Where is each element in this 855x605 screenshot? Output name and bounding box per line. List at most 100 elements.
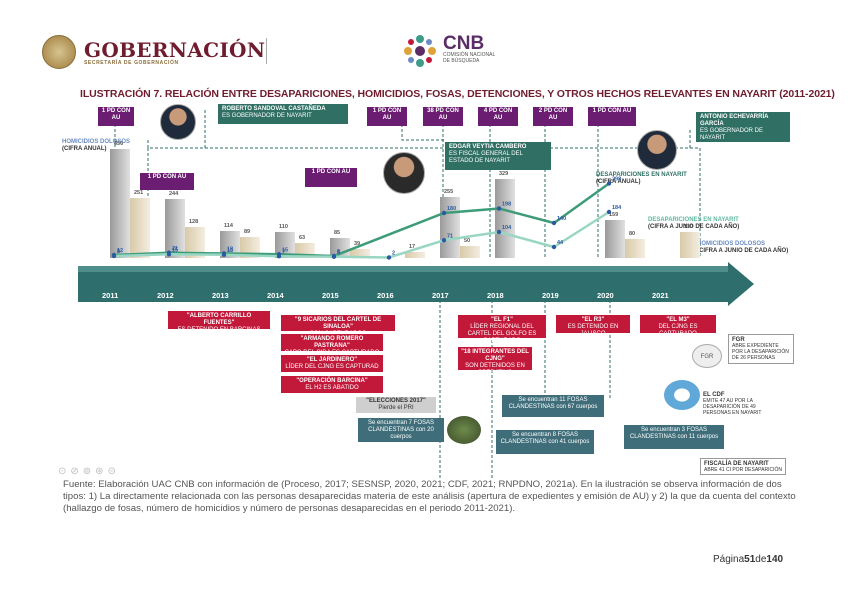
bar-junio-2015: [350, 248, 370, 258]
fosas-2020: Se encuentran 3 FOSAS CLANDESTINAS con 1…: [624, 425, 724, 449]
year-2012: 2012: [157, 291, 174, 300]
cnb-logo-text: CNB: [443, 33, 485, 54]
pd-box-2011: 1 PD CON AU: [98, 107, 134, 126]
point-desap_junio-6: [441, 238, 447, 243]
pd-box-2012: 1 PD CON AU: [140, 173, 194, 190]
bar-label-annual-2020: 159: [609, 211, 619, 218]
bar-junio-2017: [460, 246, 480, 258]
bar-junio-2016: [405, 252, 425, 258]
year-2021: 2021: [652, 291, 669, 300]
event-carrillo: "ALBERTO CARRILLO FUENTES"ES DETENIDO EN…: [168, 311, 270, 333]
pd-box-2018: 4 PD CON AU: [478, 107, 518, 126]
pd-box-2015: 1 PD CON AU: [305, 168, 357, 187]
year-2015: 2015: [322, 291, 339, 300]
desap-junio-label: DESAPARICIONES EN NAYARIT(CIFRA A JUNIO …: [648, 217, 740, 230]
bar-annual-2020: [605, 219, 625, 258]
point-label-desap_junio-6: 71: [447, 233, 453, 239]
point-desap_anual-7: [496, 206, 502, 211]
veytia-photo: [383, 152, 425, 194]
bar-label-junio-2013: 89: [244, 228, 251, 235]
fosas-2019: Se encuentran 8 FOSAS CLANDESTINAS con 4…: [496, 430, 594, 454]
point-label-desap_anual-9: 298: [612, 177, 621, 183]
bar-label-annual-2018: 329: [499, 171, 509, 178]
fosas-photo: [447, 416, 481, 444]
bar-annual-2013: [220, 230, 240, 258]
gobernacion-logo-text: GOBERNACIÓN: [84, 38, 266, 62]
point-label-desap_junio-8: 44: [557, 240, 564, 246]
point-label-desap_junio-5: 2: [392, 251, 395, 257]
line-desap_junio: [113, 210, 610, 259]
bar-junio-2020: [625, 238, 645, 258]
event-jardinero: "EL JARDINERO"LÍDER DEL CJNG ES CAPTURAD: [281, 355, 383, 372]
bar-annual-2014: [275, 231, 295, 258]
point-label-desap_junio-4: 5: [337, 250, 340, 256]
point-desap_junio-5: [386, 255, 392, 260]
event-cjng-18: "18 INTEGRANTES DEL CJNG"SON DETENIDOS E…: [458, 347, 532, 376]
page-number: Página51de140: [713, 554, 784, 565]
point-label-desap_anual-0: 12: [117, 248, 123, 254]
event-romero: "ARMANDO ROMERO PASTRANA"CAPO DEL CIDA E…: [281, 334, 383, 356]
pd-box-2020: 1 PD CON AU: [588, 107, 636, 126]
point-label-desap_anual-3: 15: [282, 247, 288, 253]
sandoval-role: ES GOBERNADOR DE NAYARIT: [222, 113, 312, 119]
bar-label-annual-2011: 456: [114, 140, 124, 147]
cnb-subtitle: COMISIÓN NACIONAL DE BÚSQUEDA: [443, 52, 496, 64]
year-2020: 2020: [597, 291, 614, 300]
homicidios-left-label: HOMICIDIOS DOLOSOS(CIFRA ANUAL): [62, 139, 131, 152]
point-desap_junio-7: [496, 229, 502, 235]
veytia-name: EDGAR VEYTIA CAMBERO: [449, 144, 527, 150]
line-desap_anual: [113, 182, 610, 258]
sandoval-photo: [160, 104, 196, 140]
source-footnote: Fuente: Elaboración UAC CNB con informac…: [63, 479, 796, 514]
gobernacion-seal-icon: [42, 35, 76, 69]
year-2013: 2013: [212, 291, 229, 300]
veytia-role: ES FISCAL GENERAL DEL ESTADO DE NAYARIT: [449, 151, 523, 164]
point-desap_junio-0: [111, 253, 117, 259]
year-2019: 2019: [542, 291, 559, 300]
point-desap_junio-1: [166, 252, 172, 257]
point-desap_junio-2: [221, 252, 227, 257]
event-sicarios: "9 SICARIOS DEL CARTEL DE SINALOA"SON CA…: [281, 315, 395, 337]
bar-label-junio-2015: 39: [354, 240, 361, 247]
viewer-tools-icon[interactable]: ⊙⊘⊚⊛⊝: [58, 466, 120, 477]
point-label-desap_anual-1: 21: [172, 246, 178, 252]
pd-box-2016: 1 PD CON AU: [367, 107, 407, 126]
bar-annual-2012: [165, 199, 185, 258]
bar-label-junio-2020: 80: [629, 230, 636, 237]
bar-junio-2021: [680, 231, 700, 258]
point-desap_anual-9: [606, 181, 612, 186]
echevarria-name: ANTONIO ECHEVARRÍA GARCÍA: [700, 114, 769, 127]
point-label-desap_junio-3: 7: [282, 249, 285, 255]
sandoval-name: ROBERTO SANDOVAL CASTAÑEDA: [222, 106, 326, 112]
bar-label-annual-2014: 110: [279, 223, 288, 230]
event-r3: "EL R3"ES DETENIDO EN JALISCO: [556, 315, 630, 337]
point-desap_junio-9: [606, 209, 612, 215]
fgr-logo-icon: FGR: [692, 344, 722, 368]
echevarria-role: ES GOBERNADOR DE NAYARIT: [700, 128, 764, 141]
point-desap_junio-3: [276, 254, 282, 259]
year-2017: 2017: [432, 291, 449, 300]
bar-label-junio-2014: 63: [299, 234, 306, 241]
bar-label-annual-2013: 114: [224, 222, 233, 229]
gobernacion-subtitle: SECRETARÍA DE GOBERNACIÓN: [84, 60, 179, 66]
event-m3: "EL M3"DEL CJNG ES CAPTURADO: [640, 315, 716, 337]
point-desap_anual-8: [551, 220, 557, 226]
point-label-desap_anual-7: 198: [502, 202, 511, 208]
point-label-desap_junio-2: 13: [227, 248, 233, 254]
fosas-2018: Se encuentran 11 FOSAS CLANDESTINAS con …: [502, 395, 604, 417]
point-desap_junio-8: [551, 244, 557, 250]
bar-annual-2018: [495, 179, 515, 258]
bar-label-annual-2017: 255: [444, 188, 454, 195]
cdf-logo-icon: [664, 380, 700, 410]
point-label-desap_anual-8: 140: [557, 216, 566, 222]
event-elecciones: "ELECCIONES 2017"Pierde el PRI: [356, 397, 436, 413]
bar-label-annual-2012: 244: [169, 191, 179, 198]
year-2011: 2011: [102, 291, 119, 300]
bar-label-junio-2011: 251: [134, 189, 144, 196]
